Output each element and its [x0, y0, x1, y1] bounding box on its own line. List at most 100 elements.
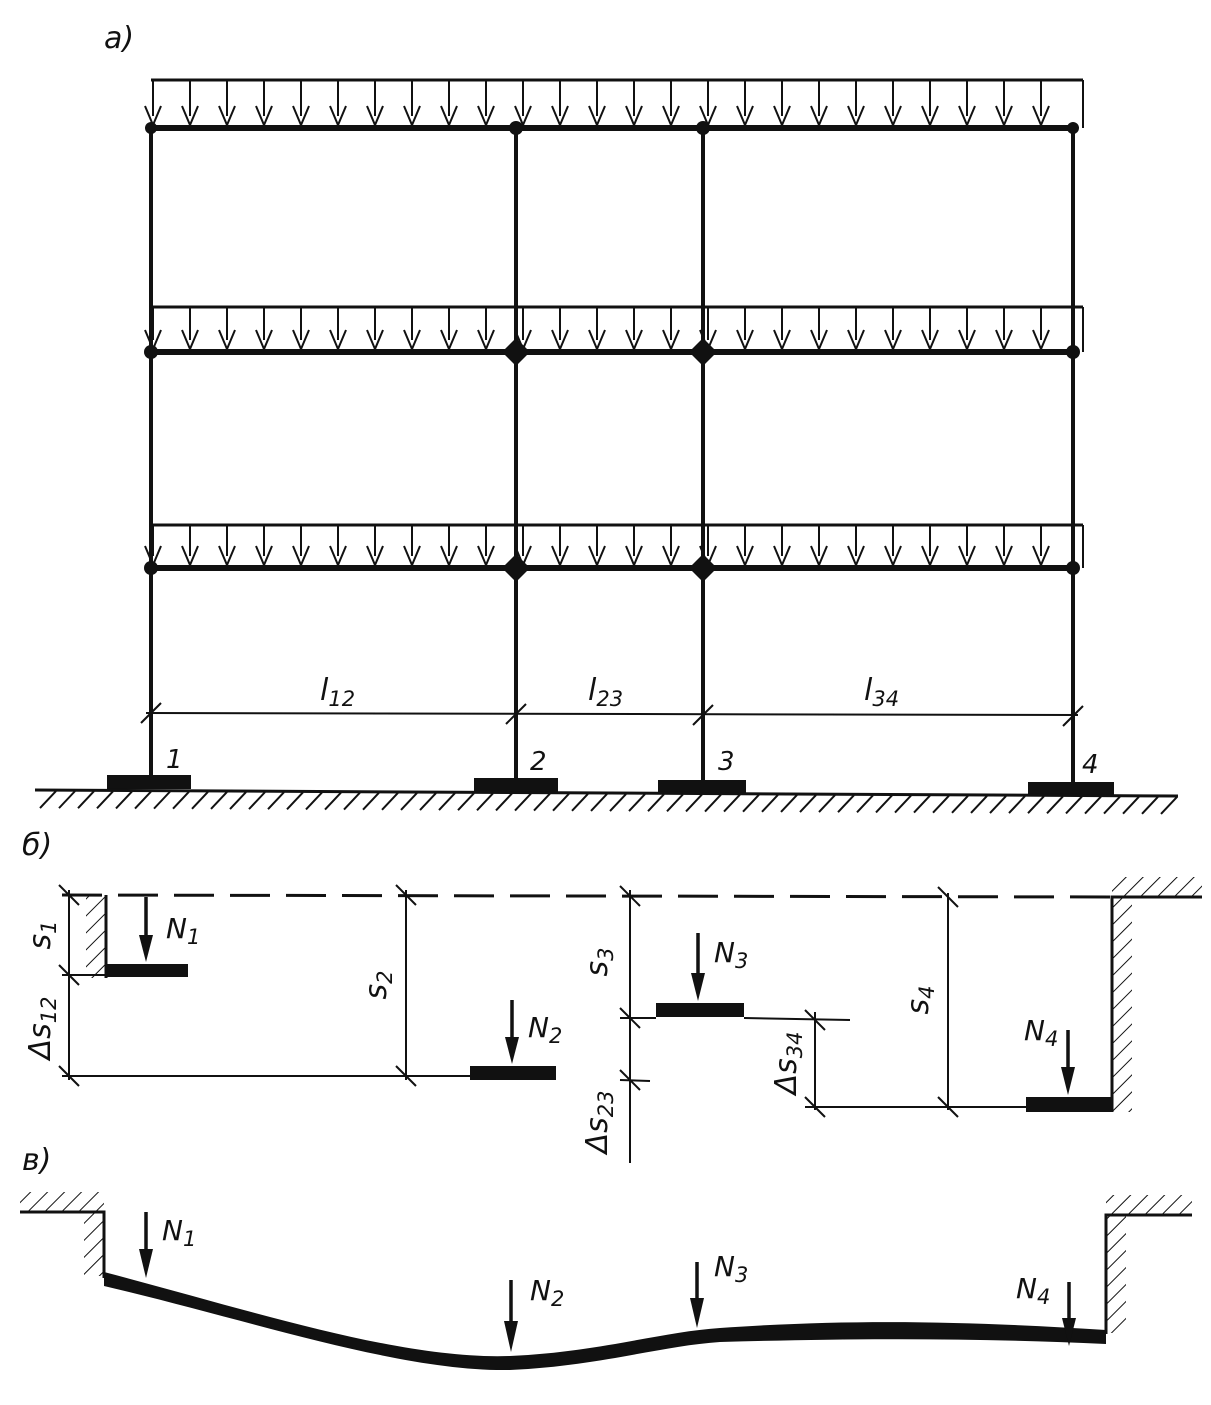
settled-footing-4 — [1026, 1097, 1112, 1112]
load-arrow-head — [810, 329, 828, 352]
ground-hatch-stroke — [362, 792, 380, 811]
ground-hatch-stroke — [723, 793, 741, 813]
ground-hatch-stroke — [457, 792, 475, 811]
load-arrow-head — [810, 545, 828, 568]
diff-settlement-label-ds34: Δs34 — [769, 1032, 807, 1097]
ground-hatch-stroke — [1046, 795, 1064, 814]
load-arrow-head — [1032, 329, 1050, 352]
footing-4 — [1028, 782, 1114, 796]
force-arrows-v — [139, 1212, 1076, 1352]
ground-hatch-stroke — [647, 793, 665, 812]
span-dimension-line — [140, 702, 1084, 727]
frame-columns — [149, 125, 1075, 784]
ground-hatch-stroke — [1065, 795, 1083, 815]
ground-hatch-stroke — [191, 791, 209, 810]
load-arrow-head — [625, 105, 643, 128]
load-arrow-head — [588, 329, 606, 352]
load-arrow-head — [218, 105, 236, 128]
settled-footings — [106, 964, 1112, 1112]
footing-1 — [107, 775, 191, 789]
ground-hatch-stroke — [666, 793, 684, 813]
force-label-n2-v: N2 — [530, 1274, 564, 1311]
load-arrow-head — [218, 545, 236, 568]
load-arrow-head — [662, 329, 680, 352]
ground-hatch-stroke — [837, 794, 855, 813]
load-arrow-head — [403, 105, 421, 128]
load-arrow-head — [440, 329, 458, 352]
span-label-l23: l23 — [588, 673, 623, 711]
load-arrow-head — [995, 105, 1013, 128]
joint — [689, 338, 717, 366]
load-arrow-head — [440, 545, 458, 568]
force-label-n3-v: N3 — [714, 1250, 748, 1287]
ground-hatch-stroke — [229, 791, 247, 810]
ground-hatch-stroke — [476, 792, 494, 812]
load-arrow-head — [292, 105, 310, 128]
load-arrow-head — [477, 545, 495, 568]
ground-hatch-stroke — [590, 793, 608, 812]
ground-hatch-stroke — [343, 791, 361, 811]
load-arrow-head — [292, 545, 310, 568]
node-label-4: 4 — [1082, 750, 1099, 780]
load-arrow-head — [773, 545, 791, 568]
panel-v-label: в) — [22, 1143, 51, 1178]
joint — [144, 561, 158, 575]
load-arrow-head — [995, 545, 1013, 568]
ground-hatch-stroke — [1027, 795, 1045, 814]
ground-hatch-stroke — [324, 791, 342, 811]
ground-hatch-stroke — [77, 790, 95, 809]
load-arrow-head — [255, 105, 273, 128]
joint — [696, 121, 710, 135]
footing-2 — [474, 778, 558, 792]
dimension-ticks — [58, 884, 959, 1118]
ground-hatch-stroke — [913, 794, 931, 814]
load-arrow-head — [921, 545, 939, 568]
load-arrow-head — [218, 329, 236, 352]
load-arrow-head — [884, 545, 902, 568]
settlement-label-s1: s1 — [23, 920, 61, 949]
load-arrow-head — [477, 329, 495, 352]
load-arrow-head — [329, 105, 347, 128]
settlement-dimension-lines — [68, 890, 949, 1163]
load-arrow-head — [329, 329, 347, 352]
load-arrow-head — [1032, 105, 1050, 128]
load-arrow-head — [366, 105, 384, 128]
force-label-n1-v: N1 — [162, 1214, 196, 1251]
load-arrow-head — [662, 545, 680, 568]
load-arrow-head — [514, 105, 532, 128]
ground-hatch-stroke — [172, 791, 190, 810]
load-arrow-head — [255, 545, 273, 568]
load-arrow-head — [773, 329, 791, 352]
ground-hatch-stroke — [58, 790, 76, 809]
left-wall-hatch-v — [84, 1212, 104, 1276]
ground-hatch-stroke — [419, 792, 437, 811]
frame-joints — [144, 121, 1080, 582]
left-wall-v — [20, 1210, 106, 1278]
ground-hatch-stroke — [951, 795, 969, 814]
load-arrow-head — [181, 105, 199, 128]
node-label-1: 1 — [166, 745, 183, 775]
ground-hatch-stroke — [571, 793, 589, 812]
right-ground-hatch-v — [1106, 1195, 1192, 1215]
joint — [689, 554, 717, 582]
footing-3 — [658, 780, 746, 794]
ground-hatch-stroke — [96, 790, 114, 810]
load-arrow-head — [847, 105, 865, 128]
load-arrow-head — [1032, 545, 1050, 568]
ground-hatch-stroke — [609, 793, 627, 812]
ground-hatch-stroke — [210, 791, 228, 810]
ground-hatch-stroke — [381, 792, 399, 811]
load-arrow-head — [884, 105, 902, 128]
ground-hatch-stroke — [989, 795, 1007, 814]
ground-hatch-stroke — [533, 792, 551, 812]
ground-hatch-stroke — [761, 794, 779, 813]
ground-hatch-stroke — [818, 794, 836, 813]
load-arrow-head — [366, 545, 384, 568]
node-label-3: 3 — [718, 747, 735, 777]
ground-hatch-stroke — [115, 790, 133, 810]
joint — [509, 121, 523, 135]
ground-hatch-stroke — [552, 793, 570, 812]
load-arrow-head — [403, 329, 421, 352]
load-arrow-head — [551, 329, 569, 352]
